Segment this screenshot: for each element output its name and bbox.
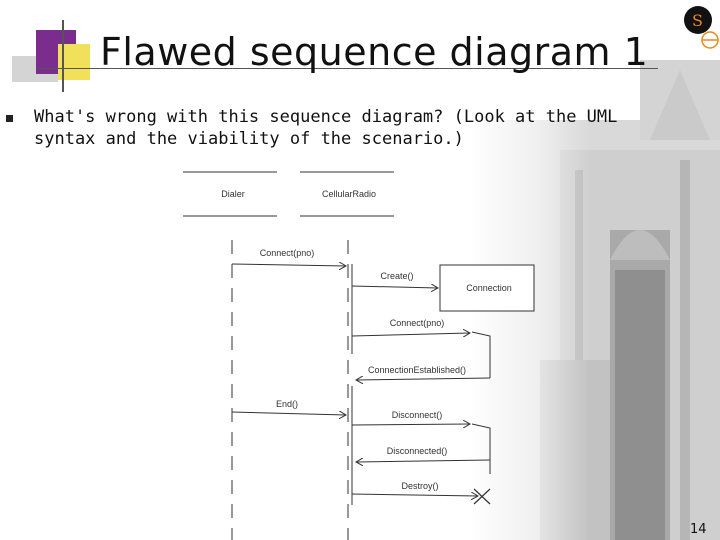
destroy-x-icon (474, 489, 490, 504)
participant-dialer: Dialer (221, 189, 245, 199)
message-create-label: Create() (380, 271, 413, 281)
message-established-label: ConnectionEstablished() (368, 365, 466, 375)
message-disconnect-arrow (352, 424, 470, 425)
message-create-arrow (352, 286, 438, 288)
connection-activation-2 (472, 424, 490, 474)
message-disconnected-arrow (356, 460, 490, 462)
connection-activation-1 (472, 332, 490, 378)
message-destroy-label: Destroy() (401, 481, 438, 491)
message-connect2-label: Connect(pno) (390, 318, 445, 328)
participant-cellular-radio: CellularRadio (322, 189, 376, 199)
participant-connection: Connection (466, 283, 512, 293)
message-disconnected-label: Disconnected() (387, 446, 448, 456)
message-connect-label: Connect(pno) (260, 248, 315, 258)
message-end-label: End() (276, 399, 298, 409)
message-end-arrow (232, 412, 346, 415)
message-disconnect-label: Disconnect() (392, 410, 443, 420)
message-connect2-arrow (352, 333, 470, 336)
page-number: 14 (690, 522, 707, 537)
message-connect-arrow (232, 264, 346, 266)
message-established-arrow (356, 378, 490, 380)
message-destroy-arrow (352, 494, 478, 496)
